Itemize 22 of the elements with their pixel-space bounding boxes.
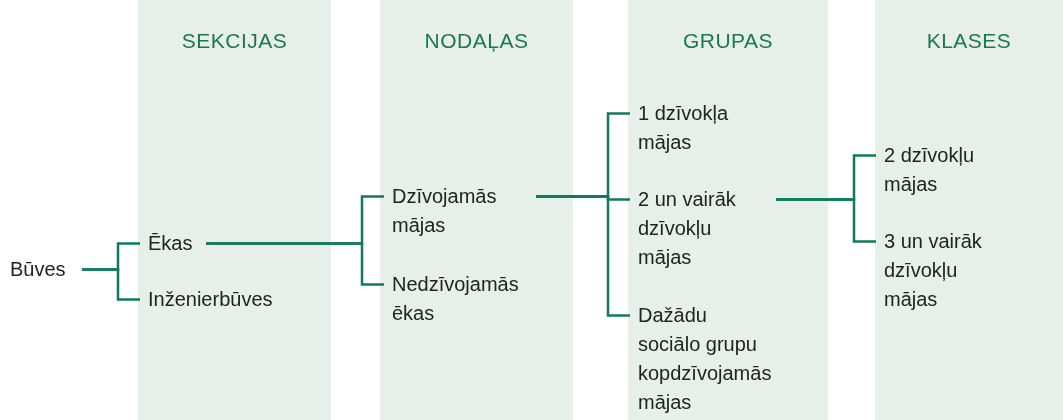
column-heading: SEKCIJAS — [180, 28, 289, 54]
column-band — [875, 0, 1063, 420]
category-label: 2 dzīvokļu mājas — [876, 141, 1012, 199]
category-label: 1 dzīvokļa mājas — [630, 99, 776, 157]
column-heading: KLASES — [925, 28, 1013, 54]
column-heading: GRUPAS — [681, 28, 775, 54]
category-label: Dzīvojamās mājas — [384, 182, 536, 240]
tree-connector — [206, 242, 384, 286]
column-heading: NODAĻAS — [423, 28, 530, 54]
category-label: 2 un vairāk dzīvokļu mājas — [630, 185, 776, 272]
column-band — [138, 0, 331, 420]
tree-connector — [536, 195, 630, 317]
category-label: Ēkas — [140, 229, 206, 258]
column-band — [380, 0, 573, 420]
category-label: Būves — [2, 255, 82, 284]
category-label: 3 un vairāk dzīvokļu mājas — [876, 227, 1012, 314]
column-band — [628, 0, 828, 420]
tree-connector — [776, 198, 876, 243]
category-label: Inženierbūves — [140, 285, 290, 314]
category-label: Nedzīvojamās ēkas — [384, 270, 560, 328]
tree-connector — [82, 268, 140, 301]
category-label: Dažādu sociālo grupu kopdzīvojamās mājas — [630, 301, 782, 417]
